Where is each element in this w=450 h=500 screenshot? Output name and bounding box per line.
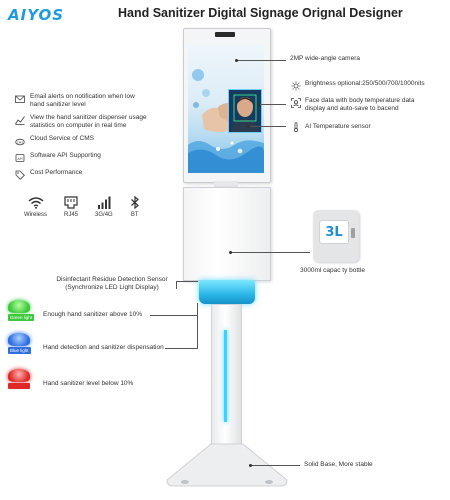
callout-dot [235, 59, 238, 62]
led-text: Hand sanitizer level below 10% [43, 380, 134, 387]
connectivity-label: 3G/4G [95, 212, 113, 218]
bottle-valve [351, 228, 355, 238]
led-badge: Green light [8, 314, 35, 321]
brand-logo: AIYOS [8, 6, 65, 24]
brightness-callout: Brightness optional:250/500/700/1000nits [290, 80, 425, 91]
led-light-strip [224, 330, 227, 422]
brightness-text: Brightness optional:250/500/700/1000nits [305, 80, 425, 87]
connectivity-label: Wireless [24, 212, 48, 218]
blue-light-icon [8, 333, 30, 346]
bottle-badge: 3L [319, 220, 349, 244]
feature-text: Cost Performance [30, 169, 83, 176]
green-light-icon [8, 300, 30, 313]
connectivity-row: Wireless RJ45 3G/4G BT [24, 196, 140, 218]
feature-item: View the hand sanitizer dispenser usage … [14, 114, 164, 130]
callout-line [258, 104, 286, 105]
bluetooth-icon [130, 196, 139, 209]
connectivity-item: Wireless [24, 196, 47, 218]
temperature-text: AI Temperature sensor [305, 122, 371, 130]
kiosk-neck [214, 181, 238, 187]
callout-line [197, 303, 198, 348]
dispenser-head [199, 280, 255, 304]
face-data-callout: Face data with body temperature data dis… [290, 97, 440, 113]
feature-list: Email alerts on notification when low ha… [14, 93, 164, 180]
connectivity-item: 3G/4G [95, 196, 113, 218]
led-text: Hand detection and sanitizer dispensatio… [43, 344, 164, 351]
display-illustration [188, 69, 264, 173]
feature-text: Email alerts on notification when low ha… [30, 93, 135, 108]
price-tag-icon [14, 169, 25, 180]
svg-text:API: API [17, 156, 22, 160]
led-state-blue: Blue light [8, 333, 31, 354]
feature-text: Software API Supporting [30, 152, 101, 159]
feature-item: CMS Cloud Service of CMS [14, 135, 164, 146]
feature-item: API Software API Supporting [14, 152, 164, 163]
callout-line [150, 315, 198, 316]
api-icon: API [14, 152, 25, 163]
led-badge: Blue light [8, 347, 31, 354]
connectivity-item: RJ45 [64, 196, 78, 218]
temperature-callout: AI Temperature sensor [290, 121, 371, 132]
feature-text: Cloud Service of CMS [30, 135, 94, 142]
feature-text: View the hand sanitizer dispenser usage … [30, 114, 147, 129]
bottle-caption: 3000ml capac ty bottle [300, 267, 366, 274]
bottle-image: 3L [313, 210, 359, 262]
sensor-heading: Disinfectant Residue Detection Sensor (S… [50, 276, 174, 292]
callout-dot [247, 125, 250, 128]
led-text: Enough hand sanitizer above 10% [43, 311, 143, 318]
connectivity-label: BT [130, 212, 139, 218]
callout-line [176, 281, 177, 289]
red-light-icon [8, 369, 30, 382]
base-shape [166, 443, 288, 487]
feature-item: Email alerts on notification when low ha… [14, 93, 164, 109]
sun-icon [290, 80, 301, 91]
face-scan-icon [290, 97, 301, 108]
callout-line [230, 252, 310, 253]
envelope-icon [14, 93, 25, 104]
svg-text:CMS: CMS [16, 140, 23, 144]
callout-line [165, 348, 198, 349]
sensor-subtitle: (Synchronize LED Light Display) [65, 284, 159, 291]
signal-bars-icon [97, 196, 111, 209]
wifi-icon [28, 197, 43, 209]
kiosk-base [165, 442, 289, 487]
feature-item: Cost Performance [14, 169, 164, 180]
connectivity-item: BT [130, 196, 140, 218]
camera-callout: 2MP wide-angle camera [290, 55, 360, 62]
callout-dot [257, 103, 260, 106]
led-state-green: Green light [8, 300, 35, 321]
callout-line [176, 281, 198, 282]
face-data-text: Face data with body temperature data dis… [305, 97, 415, 112]
base-caption: Solid Base, More stable [304, 461, 373, 468]
kiosk-display [188, 45, 264, 173]
callout-line [250, 465, 300, 466]
connectivity-label: RJ45 [64, 212, 79, 218]
face-icon [231, 94, 259, 132]
led-badge [8, 383, 30, 389]
cms-icon: CMS [14, 135, 25, 146]
callout-line [248, 126, 286, 127]
callout-dot [249, 464, 252, 467]
chart-icon [14, 114, 25, 125]
face-recognition-panel [228, 89, 262, 133]
callout-line [236, 60, 286, 61]
ethernet-icon [64, 196, 78, 209]
camera-icon [215, 32, 235, 37]
callout-dot [229, 251, 232, 254]
kiosk-cabinet [183, 187, 271, 281]
thermometer-icon [290, 121, 301, 132]
led-state-red [8, 369, 30, 389]
page-title: Hand Sanitizer Digital Signage Orignal D… [118, 6, 403, 20]
sensor-title: Disinfectant Residue Detection Sensor [56, 276, 168, 283]
